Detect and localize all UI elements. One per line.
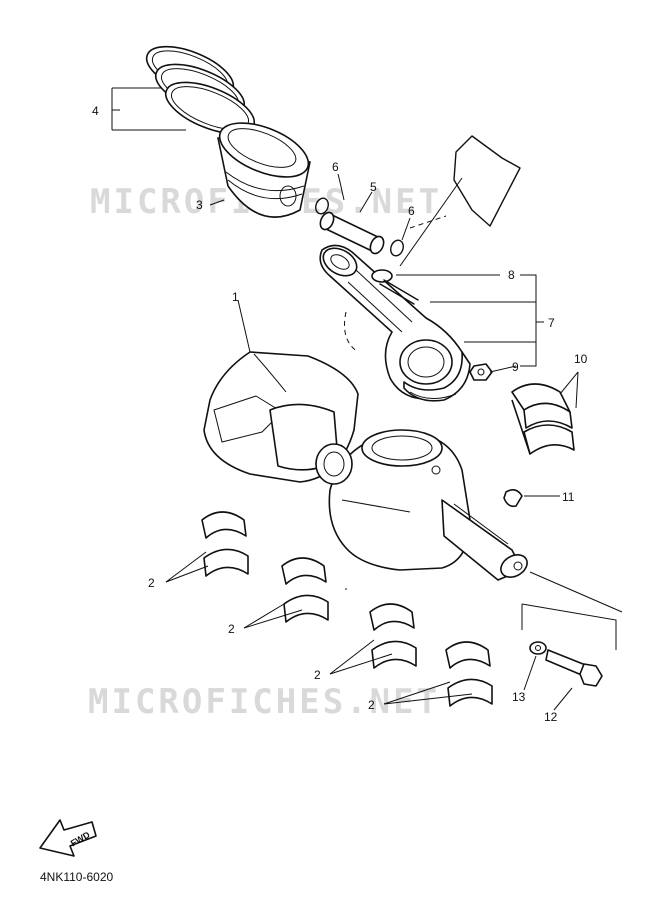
callout-12: 12	[544, 710, 558, 724]
callout-7: 7	[548, 316, 555, 330]
crank-gear	[315, 443, 353, 485]
crank-backdrop	[453, 135, 521, 227]
callout-6-left: 6	[332, 160, 339, 174]
leader-lines	[111, 87, 579, 711]
piston-pin	[319, 211, 385, 255]
rod-cap	[403, 351, 471, 402]
callout-9: 9	[512, 360, 519, 374]
callout-8: 8	[508, 268, 515, 282]
callout-1: 1	[232, 290, 239, 304]
crankshaft	[203, 351, 528, 581]
circlips	[315, 197, 404, 257]
washer-and-bolt	[529, 641, 603, 687]
callout-3: 3	[196, 198, 203, 212]
callout-2-a: 2	[148, 576, 155, 590]
callout-2-c: 2	[314, 668, 321, 682]
diagram-reference-code: 4NK110-6020	[40, 870, 114, 884]
fwd-arrow-icon	[39, 819, 97, 857]
connecting-rod	[319, 244, 465, 400]
woodruff-key	[503, 488, 523, 508]
rod-nut	[469, 363, 493, 381]
callout-13: 13	[512, 690, 526, 704]
bearing-upper	[511, 383, 575, 455]
callout-10: 10	[574, 352, 588, 366]
center-lines	[345, 177, 623, 613]
piston	[217, 122, 311, 218]
callout-6-right: 6	[408, 204, 415, 218]
callout-5: 5	[370, 180, 377, 194]
callout-2-b: 2	[228, 622, 235, 636]
main-bearings	[201, 511, 493, 707]
callout-11: 11	[562, 490, 575, 504]
callout-2-d: 2	[368, 698, 375, 712]
piston-rings	[145, 45, 256, 135]
callout-4: 4	[92, 104, 99, 118]
hidden-outline-rod	[344, 215, 447, 353]
rod-bolts	[371, 269, 419, 305]
watermark-bottom: MICROFICHES.NET	[88, 682, 441, 722]
group-bracket-12-13	[521, 603, 617, 650]
